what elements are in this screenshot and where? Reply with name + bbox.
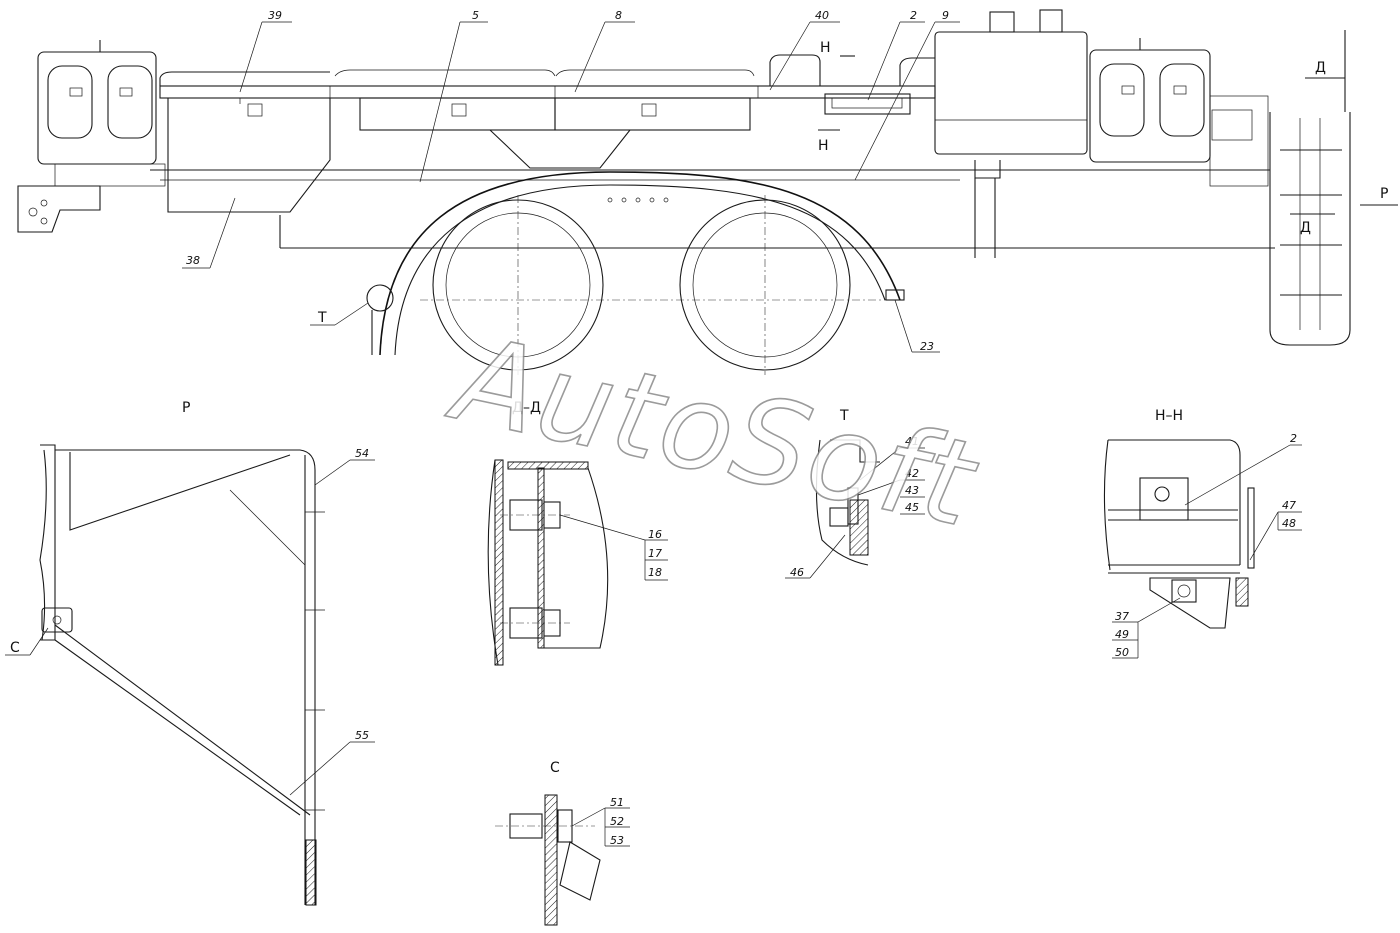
watermark: AutoSoft bbox=[438, 308, 989, 554]
view-dd: Д–Д 16 17 18 bbox=[487, 400, 668, 666]
callout-54: 54 bbox=[355, 447, 369, 460]
callout-42: 42 bbox=[905, 467, 919, 480]
section-label-d-top: Д bbox=[1315, 60, 1326, 76]
view-hh: Н–Н 2 47 48 37 49 50 bbox=[1103, 408, 1302, 659]
callout-47: 47 bbox=[1282, 499, 1296, 512]
callout-49: 49 bbox=[1115, 628, 1129, 641]
main-side-view: Н Н Д Д Р 39 5 8 40 2 bbox=[17, 9, 1398, 375]
callout-48: 48 bbox=[1282, 517, 1296, 530]
view-p: Р 54 55 С bbox=[5, 400, 375, 906]
main-callouts: 39 5 8 40 2 9 38 23 Т bbox=[182, 9, 960, 353]
callout-18: 18 bbox=[648, 566, 662, 579]
callout-2: 2 bbox=[910, 9, 917, 22]
callout-46: 46 bbox=[790, 566, 804, 579]
view-dd-label: Д–Д bbox=[512, 400, 541, 416]
callout-55: 55 bbox=[355, 729, 369, 742]
fuel-tank bbox=[934, 9, 1088, 258]
callout-40: 40 bbox=[815, 9, 829, 22]
callout-51: 51 bbox=[610, 796, 624, 809]
callout-16: 16 bbox=[648, 528, 662, 541]
view-p-label: Р bbox=[182, 400, 190, 416]
section-label-h-top: Н bbox=[820, 40, 831, 56]
callout-53: 53 bbox=[610, 834, 624, 847]
callout-39: 39 bbox=[268, 9, 282, 22]
view-c: С 51 52 53 bbox=[495, 760, 630, 926]
callout-9: 9 bbox=[942, 9, 949, 22]
callout-52: 52 bbox=[610, 815, 624, 828]
callout-c: С bbox=[10, 640, 20, 656]
callout-37: 37 bbox=[1115, 610, 1129, 623]
section-label-h-bottom: Н bbox=[818, 138, 829, 154]
view-c-label: С bbox=[550, 760, 560, 776]
callout-45: 45 bbox=[905, 501, 919, 514]
platform-rails bbox=[159, 54, 936, 104]
callout-43: 43 bbox=[905, 484, 919, 497]
tool-boxes bbox=[167, 93, 911, 213]
wheel-arch-and-wheels bbox=[366, 171, 905, 375]
callout-t: Т bbox=[317, 310, 327, 326]
frame-holes bbox=[607, 197, 669, 203]
callout-41: 41 bbox=[905, 435, 919, 448]
section-label-d-bottom: Д bbox=[1300, 220, 1311, 236]
callout-2-hh: 2 bbox=[1290, 432, 1297, 445]
callout-8: 8 bbox=[615, 9, 622, 22]
right-tank-assembly bbox=[1089, 38, 1269, 187]
view-arrow-label-p: Р bbox=[1380, 186, 1388, 202]
view-t-label: Т bbox=[839, 408, 849, 424]
rear-ladder bbox=[1269, 30, 1351, 346]
view-hh-label: Н–Н bbox=[1155, 408, 1183, 424]
callout-50: 50 bbox=[1115, 646, 1129, 659]
callout-23: 23 bbox=[920, 340, 934, 353]
callout-38: 38 bbox=[186, 254, 200, 267]
view-t: Т 41 42 43 45 46 bbox=[785, 408, 925, 579]
section-markers: Н Н Д Д Р bbox=[818, 40, 1398, 236]
callout-5: 5 bbox=[472, 9, 479, 22]
callout-17: 17 bbox=[648, 547, 662, 560]
left-tank-assembly bbox=[17, 40, 166, 233]
